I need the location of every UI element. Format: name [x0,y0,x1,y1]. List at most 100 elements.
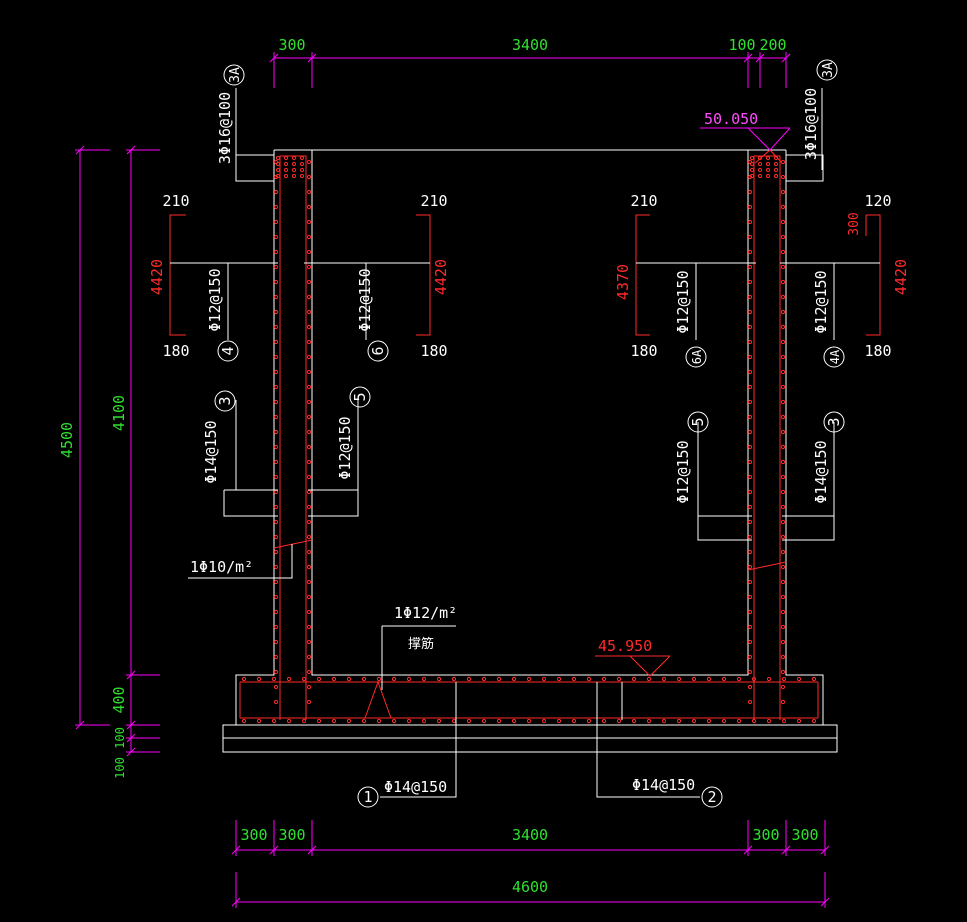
top-right-spec: 3Φ16@100 [802,88,820,160]
rebar-dot [306,429,312,435]
rebar-dot [780,159,786,165]
rebar-dot [747,564,753,570]
rebar-dot [406,718,412,724]
rebar-dot [291,161,297,167]
rebar-dot [780,354,786,360]
dim-left-cushion1: 100 [113,727,127,749]
rebar-dot [306,174,312,180]
rebar-dot [811,718,817,724]
rebar-dot [747,669,753,675]
rebar-dot [306,294,312,300]
rebar-dot [796,718,802,724]
rebar-dot [306,579,312,585]
rebar-dot [306,489,312,495]
rebar-dot [306,414,312,420]
rebar-dot [346,718,352,724]
rebar-dot [747,204,753,210]
rebar-dot [511,718,517,724]
rebar-dot [556,676,562,682]
rebar-dot [780,174,786,180]
left-inner-bot-len: 180 [420,342,447,360]
rebar-dot [757,155,763,161]
right-dowel-inner-spec: Φ12@150 [674,440,692,503]
rebar-dot [391,676,397,682]
callout-chair: 1Φ12/m² 撑筋 [381,604,457,690]
rebar-dot [256,676,262,682]
rebar-dot [299,173,305,179]
callout-right-dowel-outer: 3 Φ14@150 [782,411,845,541]
dim-left-wall: 4100 [110,395,128,431]
rebar-dot [273,234,279,240]
mark-circle [217,340,239,362]
rebar-dot [749,161,755,167]
rebar-dot [316,718,322,724]
label-top-right: 3Φ16@100 3A [802,59,838,170]
rebar-dot [586,676,592,682]
rebar-dot [780,384,786,390]
right-inner-top-len: 210 [630,192,657,210]
rebar-dot [301,676,307,682]
rebar-dot [291,173,297,179]
callout-right-outer: 120 300 4420 180 Φ12@150 4A [780,192,910,368]
rebar-dot [751,718,757,724]
mark-circle [223,64,245,86]
dim-left-slab: 400 [110,686,128,713]
rebar-dot [299,161,305,167]
left-dowel-outer-mark: 3 [216,396,234,405]
rebar-dot [747,534,753,540]
dim-left-total: 4500 [58,422,76,458]
rebar-dot [773,161,779,167]
rebar-dot [691,676,697,682]
rebar-dot [661,676,667,682]
rebar-dot [299,167,305,173]
rebar-dot [541,718,547,724]
rebar-dot [273,669,279,675]
rebar-dot [273,444,279,450]
rebar-dot [273,594,279,600]
rebar-dot [376,718,382,724]
mark-circle [357,786,379,808]
mark-circle [214,390,236,412]
rebar-dot [526,676,532,682]
rebar-dot [749,155,755,161]
left-dowel-inner-mark: 5 [351,392,369,401]
rebar-dot [301,718,307,724]
rebar-dot [273,309,279,315]
rebar-dot [780,684,786,690]
rebar-dot [481,718,487,724]
rebar-dot [616,718,622,724]
rebar-dot [306,594,312,600]
rebar-dot [780,699,786,705]
rebar-dot [747,579,753,585]
rebar-dot [511,676,517,682]
rebar-dot [306,309,312,315]
right-inner-mid-len: 4370 [614,264,632,300]
rebar-dot [273,534,279,540]
mark-circle [349,386,371,408]
rebar-dot [273,414,279,420]
rebar-dot [306,474,312,480]
rebar-dot [273,219,279,225]
rebar-dot [780,474,786,480]
top-left-spec: 3Φ16@100 [216,92,234,164]
left-inner-mid-len: 4420 [432,259,450,295]
rebar-dot [275,161,281,167]
rebar-dot [273,549,279,555]
rebar-dot [736,718,742,724]
rebar-dot [780,324,786,330]
left-outer-spec: Φ12@150 [206,268,224,331]
dim-left-cushion2: 100 [113,757,127,779]
elevation-bottom: 45.950 [595,637,671,677]
rebar-dot [780,519,786,525]
mark-circle [816,59,838,81]
mark-circle [701,786,723,808]
rebar-dot [273,654,279,660]
rebar-dot [306,159,312,165]
rebar-dot [273,354,279,360]
rebar-dot [765,155,771,161]
rebar-dot [747,339,753,345]
rebar-dot [751,676,757,682]
rebar-lines [239,149,819,720]
rebar-dot [601,718,607,724]
rebar-dot [451,676,457,682]
